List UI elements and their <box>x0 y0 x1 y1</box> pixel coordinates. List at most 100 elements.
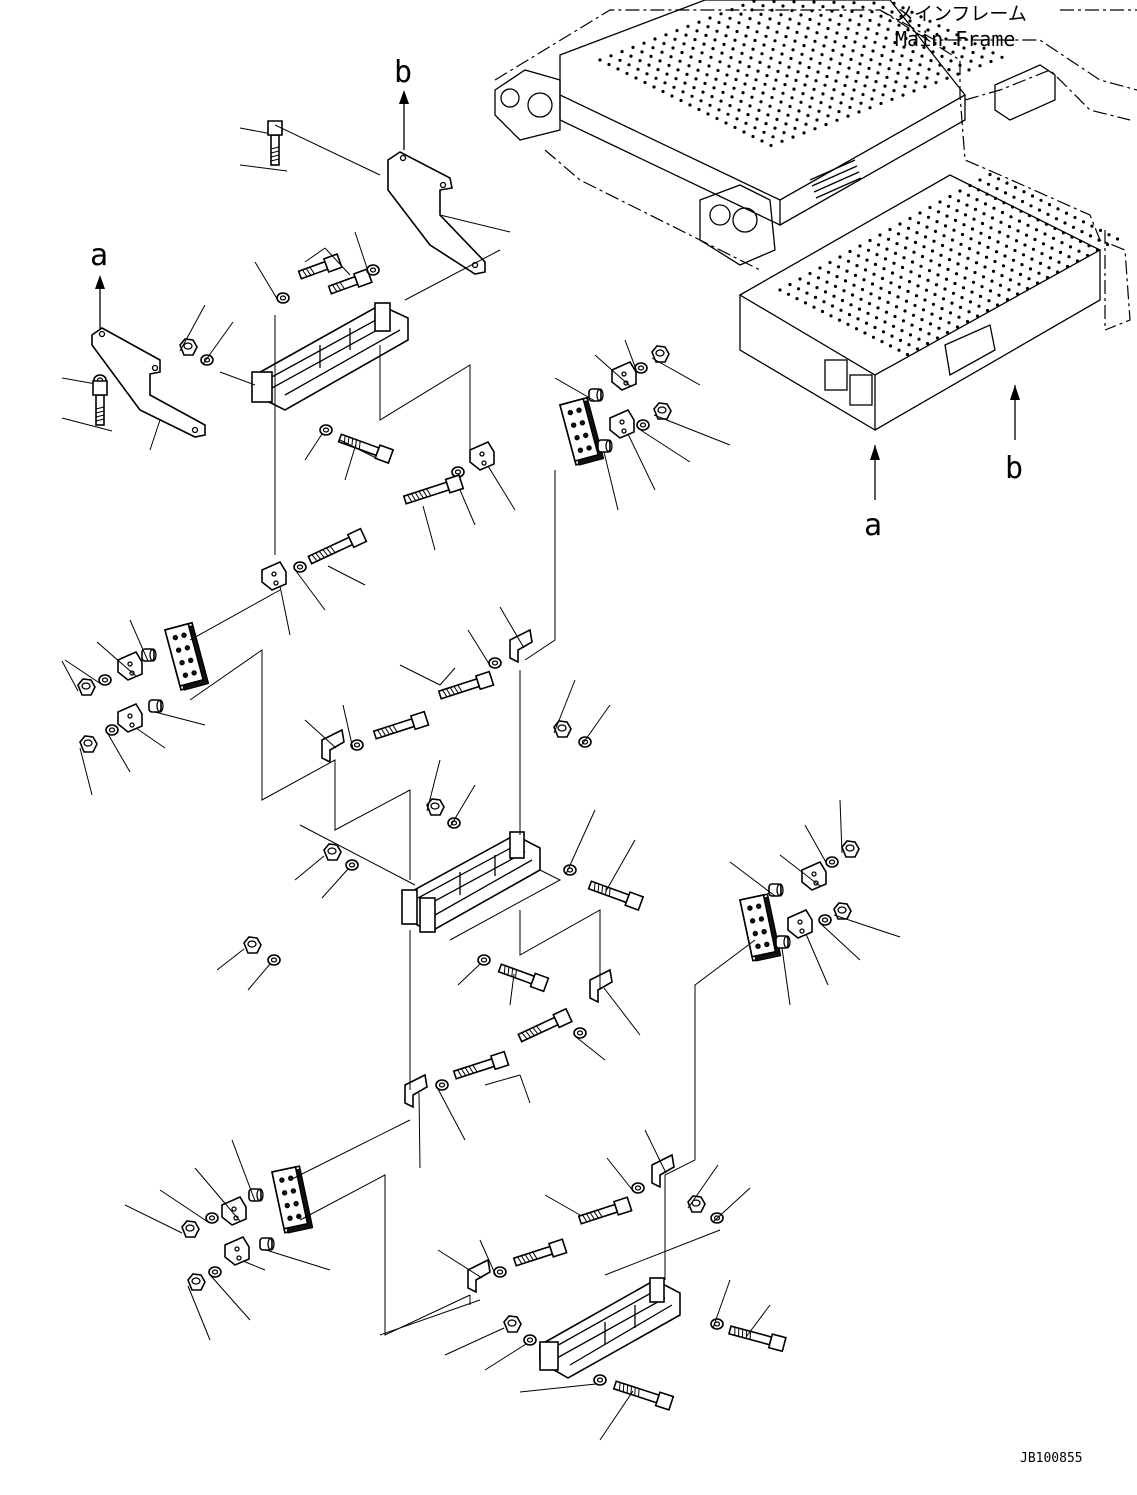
hole-dot <box>1012 259 1015 262</box>
hole-dot <box>749 56 752 59</box>
hole-dot <box>911 260 914 263</box>
hole-dot <box>1038 209 1041 212</box>
hole-dot <box>1026 287 1029 290</box>
hole-dot <box>806 114 809 117</box>
hole-dot <box>998 231 1001 234</box>
hole-dot <box>1016 292 1019 295</box>
hole-dot <box>756 70 759 73</box>
hole-dot <box>698 60 701 63</box>
hole-dot <box>976 251 979 254</box>
hole-dot <box>781 92 784 95</box>
hole-dot <box>1063 221 1066 224</box>
hole-dot <box>778 61 781 64</box>
hole-dot <box>1007 288 1010 291</box>
hole-dot <box>878 233 881 236</box>
hole-dot <box>920 55 923 58</box>
hole-dot <box>996 240 999 243</box>
hole-dot <box>751 48 754 51</box>
hole-dot <box>1056 207 1059 210</box>
hole-dot <box>834 79 837 82</box>
hole-dot <box>1097 239 1100 242</box>
hole-dot <box>768 17 771 20</box>
hole-dot <box>1022 190 1025 193</box>
bolt <box>62 381 112 431</box>
hole-dot <box>910 324 913 327</box>
hole-dot <box>720 52 723 55</box>
hole-dot <box>955 209 958 212</box>
hole-dot <box>852 284 855 287</box>
hole-dot <box>1036 281 1039 284</box>
hole-dot <box>859 102 862 105</box>
hole-dot <box>945 77 948 80</box>
hole-dot <box>983 265 986 268</box>
hole-dot <box>789 57 792 60</box>
nut <box>840 800 859 857</box>
hole-dot <box>863 331 866 334</box>
hole-dot <box>882 45 885 48</box>
hole-dot <box>788 105 791 108</box>
hole-dot <box>968 247 971 250</box>
hole-dot <box>969 300 972 303</box>
hole-dot <box>1072 226 1075 229</box>
hole-dot <box>942 234 945 237</box>
hole-dot <box>868 106 871 109</box>
hole-dot <box>909 59 912 62</box>
hole-dot <box>838 62 841 65</box>
hole-dot <box>1070 236 1073 239</box>
hole-dot <box>740 52 743 55</box>
hole-dot <box>759 100 762 103</box>
damper-plate <box>740 894 780 961</box>
hole-dot <box>866 312 869 315</box>
hole-dot <box>788 283 791 286</box>
hole-dot <box>1010 269 1013 272</box>
hole-dot <box>840 53 843 56</box>
hole-dot <box>755 30 758 33</box>
hole-dot <box>992 207 995 210</box>
hole-dot <box>868 19 871 22</box>
hole-dot <box>933 293 936 296</box>
hole-dot <box>898 222 901 225</box>
hole-dot <box>827 271 830 274</box>
hole-dot <box>723 82 726 85</box>
hole-dot <box>636 68 639 71</box>
washer <box>711 1280 730 1329</box>
hole-dot <box>1004 191 1007 194</box>
washer <box>579 705 610 747</box>
hole-dot <box>988 173 991 176</box>
ref-label-b-top: b <box>394 55 412 90</box>
hole-dot <box>758 61 761 64</box>
hole-dot <box>862 45 865 48</box>
hole-dot <box>747 65 750 68</box>
hole-dot <box>742 43 745 46</box>
hole-dot <box>754 78 757 81</box>
hole-dot <box>989 289 992 292</box>
hole-dot <box>828 106 831 109</box>
hole-dot <box>974 208 977 211</box>
hole-dot <box>992 270 995 273</box>
hole-dot <box>982 212 985 215</box>
hole-dot <box>990 280 993 283</box>
hole-dot <box>908 217 911 220</box>
hole-dot <box>912 251 915 254</box>
hole-dot <box>948 258 951 261</box>
hole-dot <box>877 23 880 26</box>
hole-dot <box>716 69 719 72</box>
hole-dot <box>977 188 980 191</box>
hole-dot <box>1009 215 1012 218</box>
hole-dot <box>838 255 841 258</box>
clip <box>595 355 636 390</box>
nut <box>652 346 700 385</box>
hole-dot <box>832 1 835 4</box>
ref-arrow-a-top: a <box>90 238 108 335</box>
hole-dot <box>631 46 634 49</box>
hole-dot <box>1086 254 1089 257</box>
hole-dot <box>894 252 897 255</box>
hole-dot <box>744 122 747 125</box>
hole-dot <box>796 70 799 73</box>
hole-dot <box>904 246 907 249</box>
hole-dot <box>662 42 665 45</box>
hole-dot <box>927 332 930 335</box>
hole-dot <box>835 31 838 34</box>
hole-dot <box>952 292 955 295</box>
hole-dot <box>862 278 865 281</box>
